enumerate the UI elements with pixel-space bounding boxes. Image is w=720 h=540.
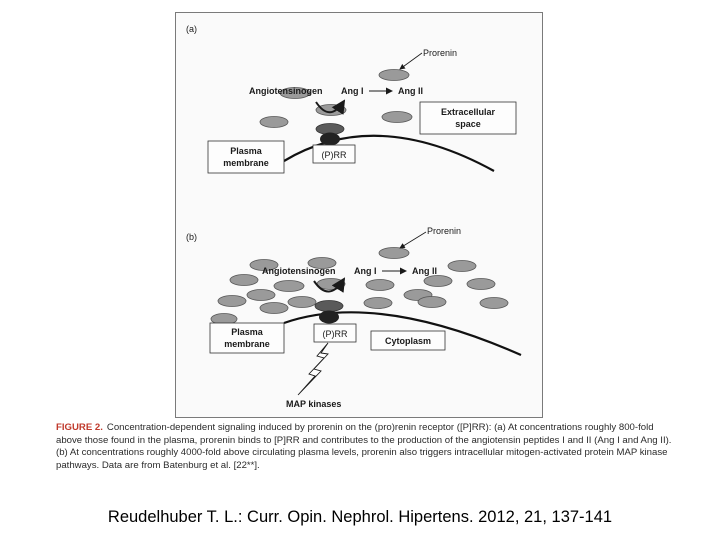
prorenin-molecule [259, 302, 289, 314]
prorenin-molecule [307, 257, 337, 269]
prorenin-molecule [249, 259, 279, 271]
prorenin-molecule [259, 116, 289, 128]
panel-a-plasma-membrane-box [207, 140, 285, 174]
panel-b-receptor-box [313, 323, 357, 343]
citation: Reudelhuber T. L.: Curr. Opin. Nephrol. … [107, 508, 613, 526]
panel-b: (b) [186, 226, 522, 409]
panel-b-cytoplasm-label: Cytoplasm [385, 336, 431, 346]
panel-b-ang2-label: Ang II [412, 266, 437, 276]
caption-text: Concentration-dependent signaling induce… [56, 422, 672, 471]
prorenin-molecule [363, 297, 393, 309]
panel-a-prorenin-molecules [259, 69, 413, 128]
panel-b-ang1-label: Ang I [354, 266, 377, 276]
panel-b-prorenin-molecules [210, 247, 509, 325]
panel-a: (a) Prorenin Angiotensinogen Ang I Ang I… [186, 24, 517, 174]
figure-caption: FIGURE 2.Concentration-dependent signali… [56, 422, 672, 472]
prorenin-molecule [273, 280, 305, 292]
prorenin-molecule [378, 69, 410, 81]
panel-a-receptor-box [312, 144, 356, 164]
panel-b-angiotensinogen-label: Angiotensinogen [262, 266, 336, 276]
panel-a-plasma-membrane-label-line2: membrane [223, 158, 269, 168]
panel-b-map-kinases-label: MAP kinases [286, 399, 341, 409]
panel-a-membrane-curve [283, 134, 495, 172]
prorenin-molecule [217, 295, 247, 307]
panel-b-prorenin-label: Prorenin [427, 226, 461, 236]
prorenin-molecule [229, 274, 259, 286]
panel-b-signal-bolt [297, 342, 329, 396]
prorenin-molecule [417, 296, 447, 308]
prorenin-molecule [479, 297, 509, 309]
prorenin-molecule [381, 111, 413, 123]
prorenin-molecule [447, 260, 477, 272]
panel-b-label: (b) [186, 232, 197, 242]
pathway-diagram: (a) Prorenin Angiotensinogen Ang I Ang I… [186, 24, 522, 409]
panel-b-receptor [319, 310, 339, 324]
panel-b-cytoplasm-box [370, 330, 446, 351]
prorenin-molecule [287, 296, 317, 308]
panel-a-extracellular-label-line2: space [455, 119, 481, 129]
panel-a-receptor [320, 132, 340, 146]
panel-a-plasma-membrane-label: Plasma [230, 146, 263, 156]
panel-a-label: (a) [186, 24, 197, 34]
panel-a-prorenin-pointer [399, 52, 423, 70]
panel-a-receptor-label: (P)RR [322, 150, 347, 160]
panel-b-receptor-label: (P)RR [323, 329, 348, 339]
panel-b-plasma-membrane-box [209, 322, 285, 354]
panel-b-plasma-membrane-label-line2: membrane [224, 339, 270, 349]
panel-b-prorenin-pointer [399, 231, 427, 249]
prorenin-molecule [279, 87, 311, 99]
panel-a-catalysis-arrow [315, 99, 346, 115]
prorenin-molecule [466, 278, 496, 290]
panel-a-angiotensinogen-label: Angiotensinogen [249, 86, 323, 96]
panel-b-membrane-curve [283, 311, 522, 357]
panel-b-catalysis-arrow [313, 277, 346, 293]
prorenin-molecule [365, 279, 395, 291]
caption-label: FIGURE 2. [56, 422, 103, 433]
figure-panel: (a) Prorenin Angiotensinogen Ang I Ang I… [175, 12, 543, 418]
prorenin-molecule [378, 247, 410, 259]
panel-a-prorenin-label: Prorenin [423, 48, 457, 58]
prorenin-molecule [246, 289, 276, 301]
panel-a-ang2-label: Ang II [398, 86, 423, 96]
prorenin-molecule [423, 275, 453, 287]
panel-b-plasma-membrane-label: Plasma [231, 327, 264, 337]
panel-a-extracellular-box [419, 101, 517, 135]
panel-a-ang1-label: Ang I [341, 86, 364, 96]
panel-a-extracellular-label: Extracellular [441, 107, 496, 117]
panel-b-bound-prorenin [314, 300, 344, 312]
